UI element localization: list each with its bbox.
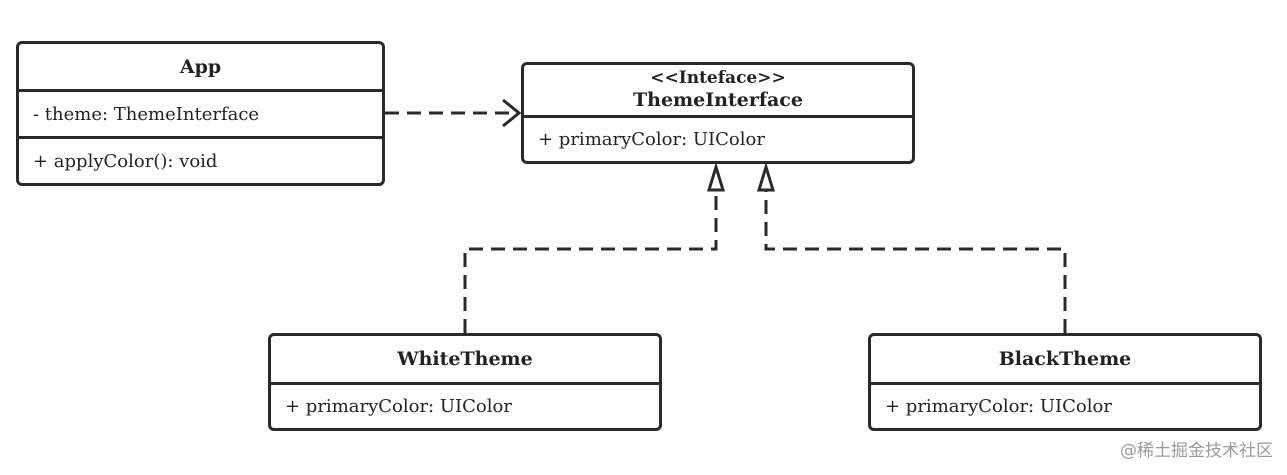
- attribute-row: + primaryColor: UIColor: [524, 115, 912, 161]
- realization-line-white-theme: [463, 190, 718, 333]
- hollow-triangle-arrow-black: [756, 161, 776, 192]
- attribute-row: + primaryColor: UIColor: [871, 382, 1259, 428]
- attribute-row: + primaryColor: UIColor: [271, 382, 659, 428]
- class-header: BlackTheme: [871, 336, 1259, 382]
- attribute-row: - theme: ThemeInterface: [19, 89, 382, 136]
- method-row: + applyColor(): void: [19, 136, 382, 183]
- class-box-app[interactable]: App - theme: ThemeInterface + applyColor…: [16, 41, 385, 186]
- realization-line-black-theme: [764, 190, 1067, 333]
- class-header: App: [19, 44, 382, 89]
- open-arrow-head: [502, 98, 522, 128]
- class-name-app: App: [179, 55, 222, 78]
- class-box-theme-interface[interactable]: <<Inteface>> ThemeInterface + primaryCol…: [521, 62, 915, 164]
- class-name-black-theme: BlackTheme: [998, 348, 1132, 370]
- class-box-white-theme[interactable]: WhiteTheme + primaryColor: UIColor: [268, 333, 662, 431]
- hollow-triangle-arrow-white: [706, 161, 726, 192]
- class-header: <<Inteface>> ThemeInterface: [524, 65, 912, 115]
- stereotype-label: <<Inteface>>: [650, 68, 786, 88]
- watermark-text: @稀土掘金技术社区: [1120, 441, 1273, 461]
- class-name-white-theme: WhiteTheme: [397, 348, 533, 370]
- class-box-black-theme[interactable]: BlackTheme + primaryColor: UIColor: [868, 333, 1262, 431]
- class-name-theme-interface: ThemeInterface: [633, 89, 803, 111]
- class-header: WhiteTheme: [271, 336, 659, 382]
